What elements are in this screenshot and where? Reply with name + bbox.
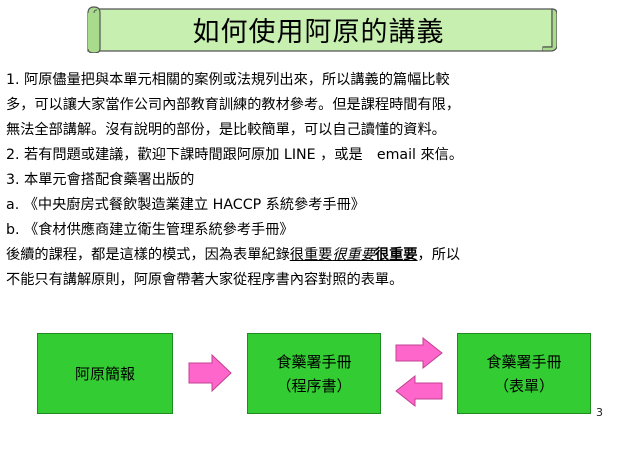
flow-box-forms-manual: 食藥署手冊 （表單） [457, 333, 591, 414]
flow-box-label: 食藥署手冊 [276, 352, 352, 371]
flow-box-label: 阿原簡報 [74, 364, 135, 383]
emphasis-underline: 很重要 [289, 247, 333, 263]
flow-box-procedure-manual: 食藥署手冊 （程序書） [247, 333, 381, 414]
body-paragraph: 1. 阿原儘量把與本單元相關的案例或法規列出來，所以講義的篇幅比較 多，可以讓大… [6, 68, 632, 293]
text-line: 無法全部講解。沒有說明的部份，是比較簡單，可以自己讀懂的資料。 [6, 122, 446, 138]
text-line: 不能只有講解原則，阿原會帶著大家從程序書內容對照的表單。 [6, 272, 404, 288]
text-segment: ，所以 [417, 247, 461, 263]
text-line: a. 《中央廚房式餐飲製造業建立 HACCP 系統參考手冊》 [6, 197, 365, 213]
page-number: 3 [596, 406, 603, 419]
text-line: 多，可以讓大家當作公司內部教育訓練的教材參考。但是課程時間有限， [6, 97, 461, 113]
arrow-left-icon [395, 375, 443, 407]
page-title: 如何使用阿原的講義 [192, 16, 445, 48]
title-banner: 如何使用阿原的講義 [80, 5, 557, 53]
emphasis-line: 後續的課程，都是這樣的模式，因為表單紀錄很重要很重要很重要，所以 [6, 243, 632, 268]
text-line: 3. 本單元會搭配食藥署出版的 [6, 172, 195, 188]
flow-box-sublabel: （程序書） [276, 376, 352, 395]
scroll-banner-shape [87, 6, 557, 53]
text-segment: 後續的課程，都是這樣的模式，因為表單紀錄 [6, 247, 290, 263]
emphasis-italic: 很重要 [332, 247, 375, 263]
emphasis-bold: 很重要 [374, 247, 418, 263]
flow-box-sublabel: （表單） [493, 376, 554, 395]
flow-box-slides: 阿原簡報 [37, 333, 173, 414]
text-line: 2. 若有問題或建議，歡迎下課時間跟阿原加 LINE ，或是 email 來信。 [6, 147, 464, 163]
flow-box-label: 食藥署手冊 [486, 352, 562, 371]
text-line: 1. 阿原儘量把與本單元相關的案例或法規列出來，所以講義的篇幅比較 [6, 72, 450, 88]
arrow-right-icon [395, 337, 443, 369]
text-line: b. 《食材供應商建立衛生管理系統參考手冊》 [6, 222, 294, 238]
arrow-right-icon [188, 354, 232, 392]
